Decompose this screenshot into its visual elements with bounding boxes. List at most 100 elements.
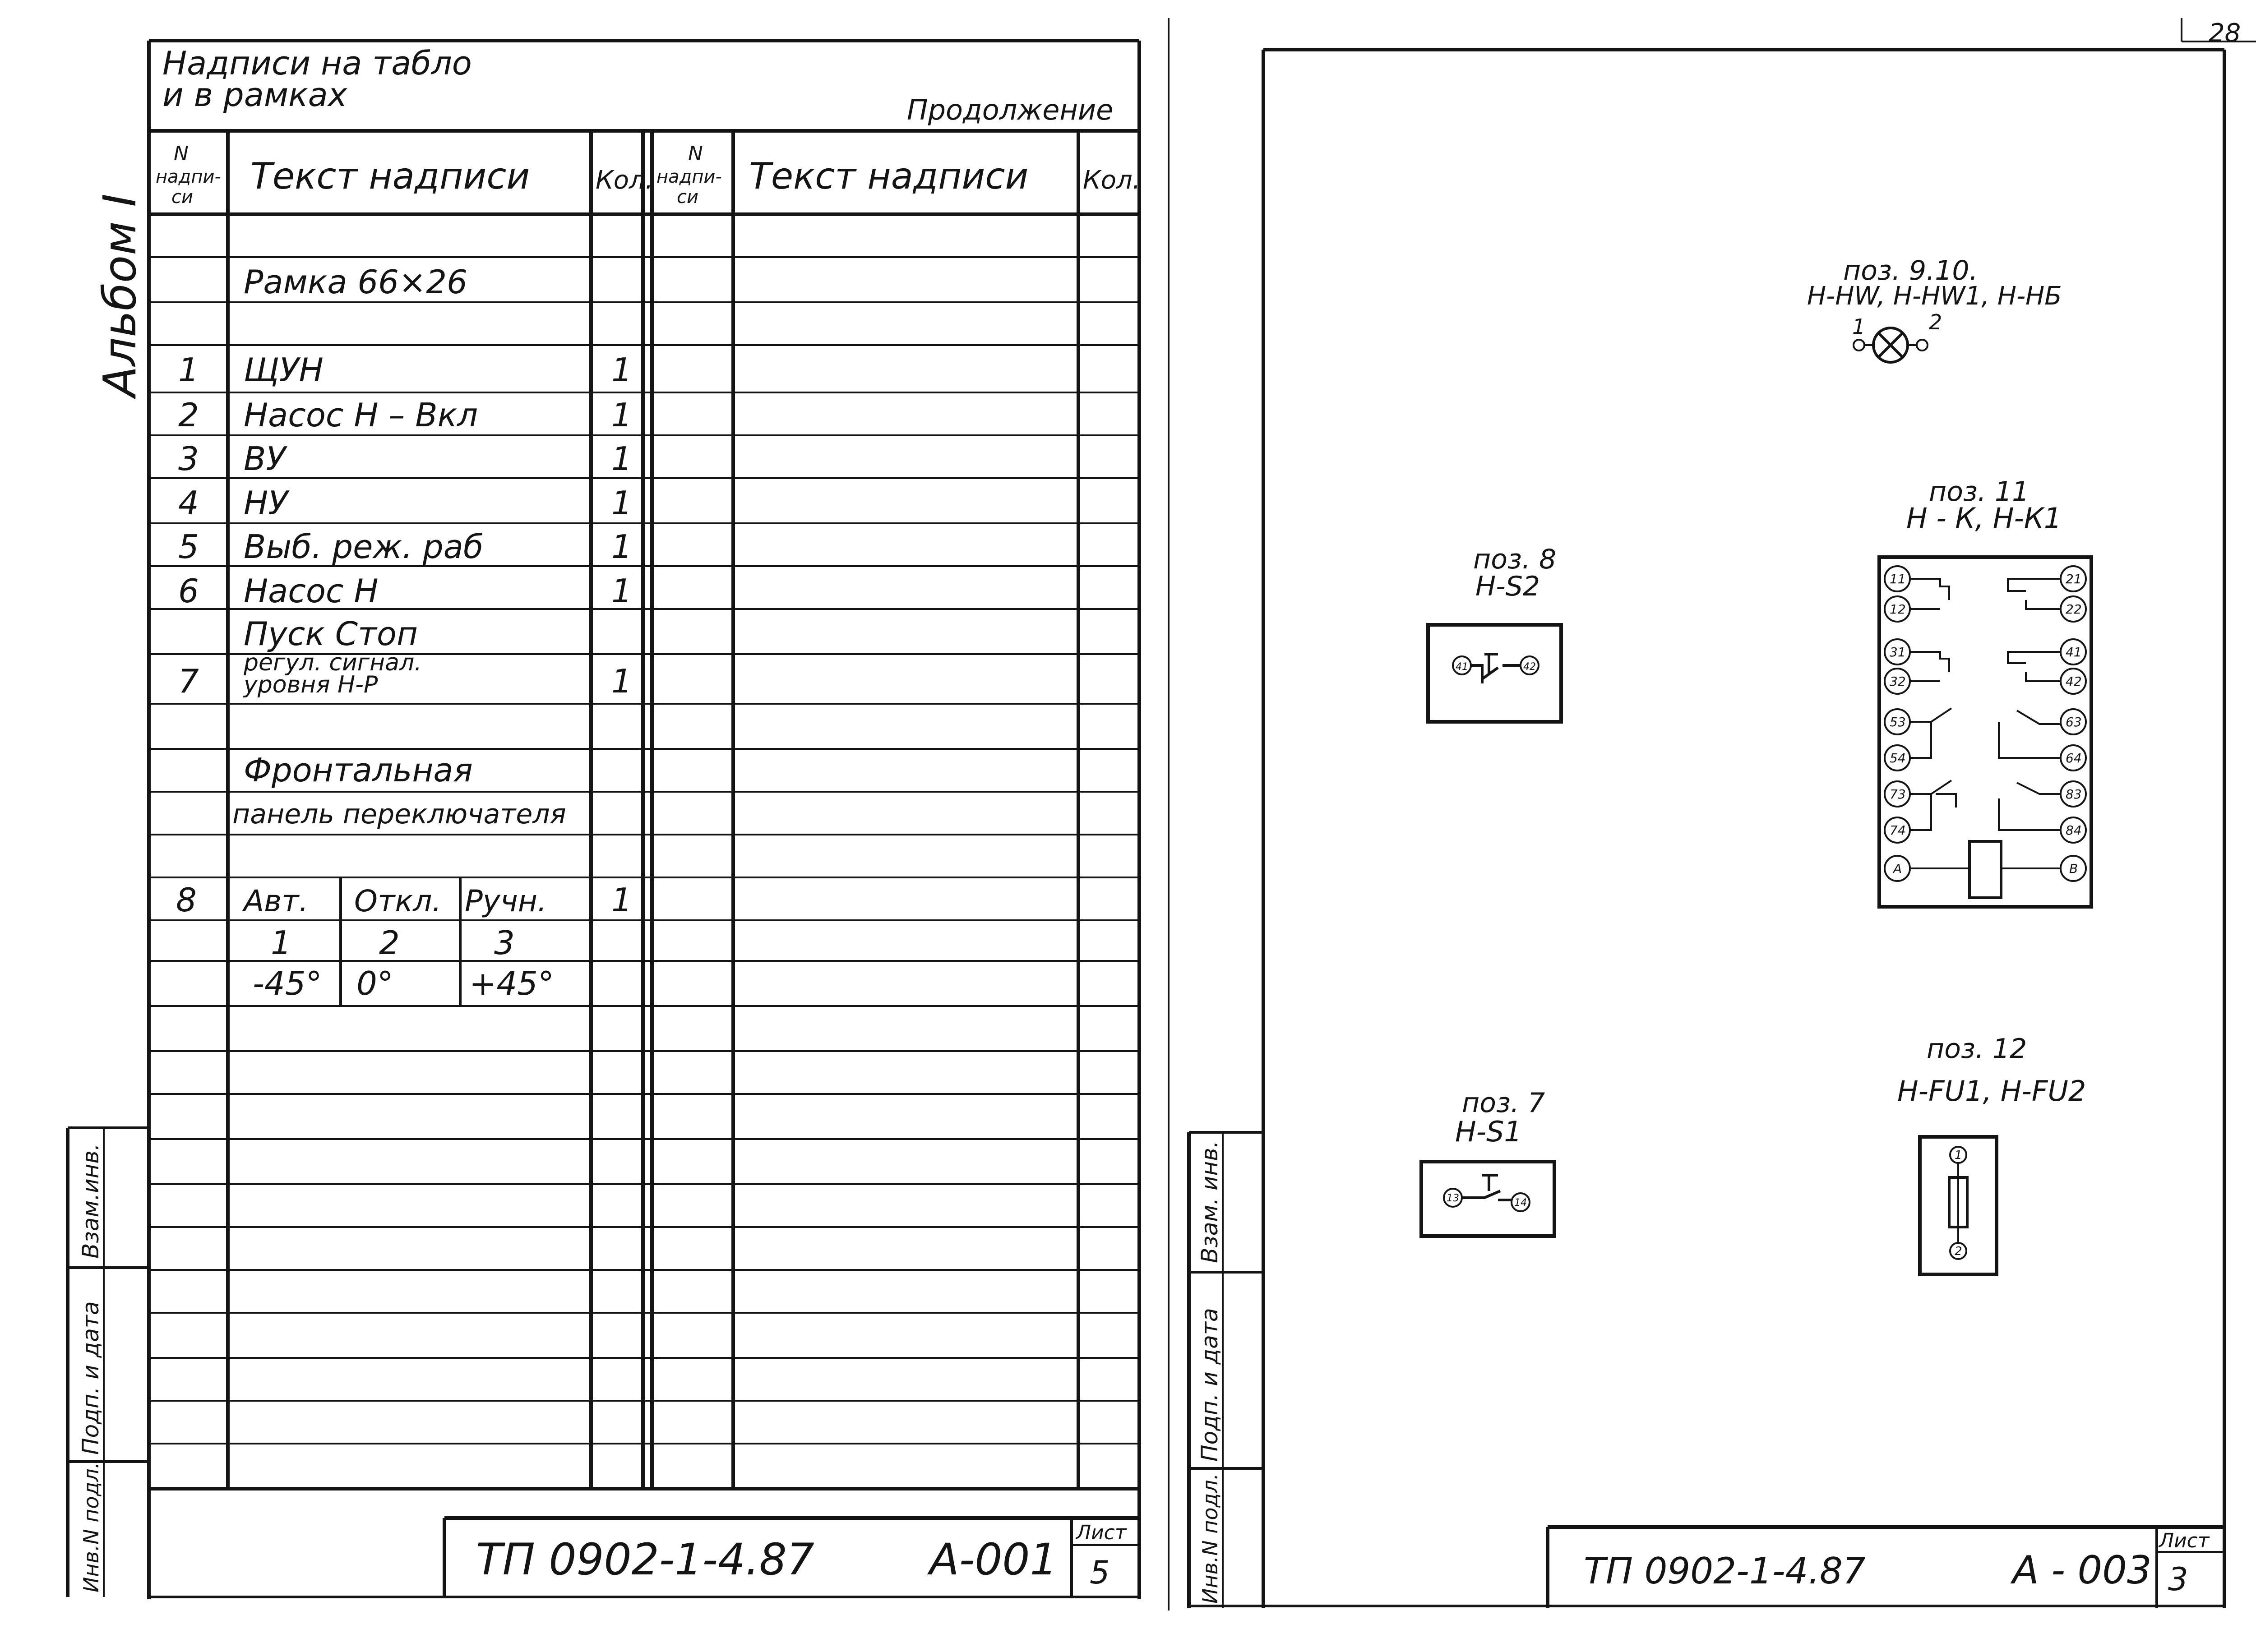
lamp-terminal-2: [1916, 339, 1928, 351]
lamp-pin-2: 2: [1929, 310, 1942, 334]
row-text: Насос Н: [244, 572, 379, 610]
sheet-label: Лист: [2158, 1529, 2210, 1552]
num-header2-line3: си: [677, 187, 698, 208]
relay-codes: Н - К, Н-К1: [1906, 502, 2062, 535]
switch-qty: 1: [611, 881, 632, 919]
lamp-terminal-1: [1853, 339, 1865, 351]
stamp-signature-date: Подп. и дата: [78, 1301, 104, 1455]
relay-coil: [1968, 840, 2002, 899]
row-text: НУ: [244, 484, 290, 522]
drawing-number: А-001: [927, 1534, 1058, 1585]
lamp-pin-1: 1: [1852, 314, 1865, 339]
row-num: 1: [178, 351, 199, 389]
relay-terminal-label: 31: [1890, 645, 1906, 660]
num-header2-line1: N: [688, 142, 703, 165]
fuse-pin-label-2: 2: [1955, 1245, 1962, 1258]
sheet-number: 3: [2168, 1561, 2188, 1598]
relay-terminal-label: 32: [1890, 674, 1906, 689]
switch-s1-pin-label-1: 13: [1447, 1193, 1459, 1204]
stamp-signature-date: Подп. и дата: [1197, 1308, 1223, 1462]
relay-terminal-label: 42: [2066, 674, 2082, 689]
switch-s2-title: поз. 8: [1473, 544, 1556, 575]
fuse-pin-label-1: 1: [1955, 1149, 1962, 1162]
row-num: 4: [178, 484, 199, 522]
row-text: регул. сигнал.: [243, 649, 422, 676]
row-text: Насос Н – Вкл: [244, 396, 478, 434]
left-side-stamp: Взам.инв. Подп. и дата Инв.N подл.: [66, 1126, 149, 1597]
row-qty: 1: [611, 440, 632, 478]
relay-terminal-label: 21: [2066, 572, 2082, 586]
num-header-line3: си: [171, 187, 193, 208]
relay-contacts: [1910, 578, 2061, 869]
qty-header: Кол.: [596, 166, 653, 195]
doc-code: ТП 0902-1-4.87: [476, 1534, 814, 1585]
row-qty: 1: [611, 351, 632, 389]
lamp-title: поз. 9.10.: [1843, 255, 1978, 286]
page-number-box: 28: [2181, 18, 2256, 48]
table-heading-line2: и в рамках: [162, 76, 348, 114]
row-text: панель переключателя: [232, 798, 566, 830]
stamp-inventory: Инв.N подл.: [79, 1462, 103, 1592]
row-qty: 1: [611, 528, 632, 566]
relay-terminal-label: B: [2069, 861, 2078, 876]
sheet-label: Лист: [1075, 1521, 1127, 1544]
row-num: 3: [178, 440, 199, 478]
left-sheet: Альбом I Надписи на табло и в рамках Про…: [66, 39, 1141, 1599]
continuation-label: Продолжение: [907, 93, 1113, 126]
relay-terminal-label: 83: [2066, 787, 2082, 802]
right-sheet: Взам. инв. Подп. и дата Инв.N подл. ТП 0…: [1187, 48, 2226, 1608]
switch-s1-code: Н-S1: [1455, 1115, 1522, 1148]
switch-angle-3: +45°: [469, 964, 554, 1002]
right-side-stamp: Взам. инв. Подп. и дата Инв.N подл.: [1187, 1131, 1263, 1608]
switch-col-auto: Авт.: [242, 884, 308, 918]
row-text: Выб. реж. раб: [244, 528, 483, 566]
row-text: Рамка 66×26: [244, 263, 467, 301]
switch-angle-1: -45°: [253, 964, 322, 1002]
row-num: 2: [178, 396, 199, 434]
switch-s1-pin-14: [1511, 1192, 1530, 1212]
album-label: Альбом I: [93, 194, 146, 400]
fuse-codes: Н-FU1, Н-FU2: [1897, 1075, 2086, 1107]
switch-s2-pin-label-2: 42: [1523, 661, 1536, 673]
switch-pos-1: 1: [271, 924, 291, 962]
switch-s2-symbol: поз. 8 Н-S2 41 42: [1426, 544, 1563, 724]
fuse-pin-2: [1949, 1242, 1967, 1260]
row-qty: 1: [611, 396, 632, 434]
num-header-line2: надпи-: [156, 166, 221, 187]
relay-terminal-label: 53: [1890, 715, 1906, 729]
row-text: Фронтальная: [244, 751, 473, 789]
right-title-block: ТП 0902-1-4.87 А - 003 Лист 3: [1546, 1525, 2224, 1608]
switch-angle-2: 0°: [356, 964, 393, 1002]
row-text: Пуск Стоп: [244, 615, 418, 653]
row-num: 6: [178, 572, 199, 610]
switch-num: 8: [176, 881, 197, 919]
switch-pos-2: 2: [379, 924, 400, 962]
switch-s2-pin-42: [1520, 655, 1539, 675]
table-heading-line1: Надписи на табло: [162, 44, 472, 82]
switch-s1-symbol: поз. 7 Н-S1 13 14: [1419, 1087, 1556, 1238]
relay-terminal-label: 54: [1890, 751, 1906, 766]
table2-header: N надпи- си Текст надписи Кол.: [656, 142, 1141, 208]
num-header2-line2: надпи-: [656, 166, 722, 187]
switch-s2-pin-label-1: 41: [1456, 661, 1468, 673]
switch-position-table: 8 Авт. Откл. Ручн. 1 1 2 3 -45° 0° +45°: [176, 877, 632, 1006]
row-text: ВУ: [244, 440, 287, 478]
lamp-symbol: поз. 9.10. Н-HW, Н-HW1, Н-НБ 1 2: [1807, 255, 2062, 364]
row-lines: [149, 256, 1139, 1444]
relay-terminal-label: 73: [1890, 787, 1906, 802]
sheet-number: 5: [1090, 1554, 1110, 1591]
switch-pos-3: 3: [494, 924, 515, 962]
row-num: 5: [178, 528, 199, 566]
lamp-codes: Н-HW, Н-HW1, Н-НБ: [1807, 281, 2062, 311]
text-header2: Текст надписи: [749, 155, 1028, 197]
stamp-substitution: Взам.инв.: [78, 1143, 104, 1259]
fuse-symbol: поз. 12 Н-FU1, Н-FU2 1 2: [1897, 1033, 2086, 1276]
relay-terminal-label: 11: [1890, 572, 1906, 586]
page-number: 28: [2209, 18, 2241, 48]
switch-col-off: Откл.: [354, 884, 441, 918]
relay-terminal-label: 22: [2066, 602, 2082, 617]
row-qty: 1: [611, 484, 632, 522]
switch-s2-code: Н-S2: [1475, 571, 1540, 602]
num-header-line1: N: [174, 142, 189, 165]
